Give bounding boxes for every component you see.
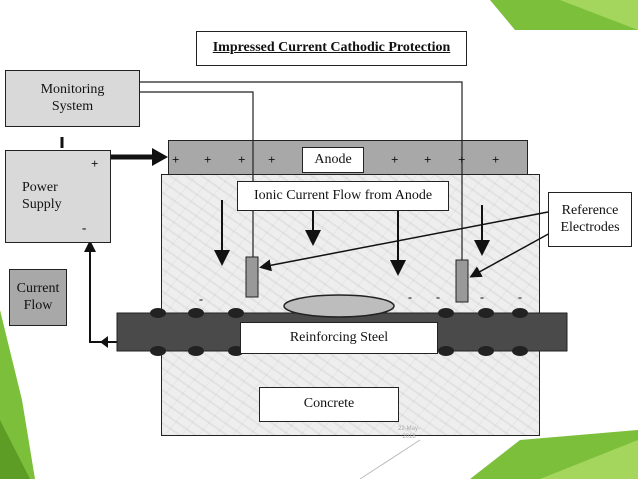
monitor-wire-left [140, 91, 254, 258]
anode-plus-4: + [268, 152, 276, 167]
power-supply-plus: + [91, 156, 99, 171]
concrete-label: Concrete [303, 396, 355, 412]
concrete-box: Concrete [259, 387, 399, 422]
charge-minus: - [408, 290, 412, 304]
reference-electrodes-label: Reference Electrodes [560, 203, 620, 235]
reinforcing-steel-label: Reinforcing Steel [289, 329, 389, 345]
monitoring-system-box: Monitoring System [5, 70, 140, 127]
anode-plus-8: + [492, 152, 500, 167]
anode-label: Anode [314, 151, 352, 167]
power-supply-box: Power Supply [5, 150, 111, 243]
reinforcing-steel-box: Reinforcing Steel [240, 322, 438, 354]
power-supply-label: Power Supply [22, 180, 62, 212]
monitoring-system-label: Monitoring System [40, 82, 105, 114]
ionic-current-box: Ionic Current Flow from Anode [237, 181, 449, 211]
corrosion-spot [283, 294, 395, 318]
anode-plus-7: + [458, 152, 466, 167]
current-flow-box: Current Flow [9, 269, 67, 326]
anode-plus-3: + [238, 152, 246, 167]
charge-minus: - [518, 290, 522, 304]
anode-plus-2: + [204, 152, 212, 167]
footer-date: 22-May-2018 [392, 426, 426, 442]
charge-minus: - [436, 290, 440, 304]
diagram-title-text: Impressed Current Cathodic Protection [212, 40, 451, 56]
anode-label-box: Anode [302, 147, 364, 173]
current-return-arrow [89, 248, 118, 343]
anode-plus-6: + [424, 152, 432, 167]
charge-minus: - [480, 290, 484, 304]
reference-electrode-right [455, 259, 469, 303]
footer-date-text: 22-May-2018 [397, 426, 420, 440]
reference-electrodes-box: Reference Electrodes [548, 192, 632, 247]
diagram-title: Impressed Current Cathodic Protection [196, 31, 467, 66]
current-flow-label: Current Flow [16, 281, 60, 313]
ionic-current-label: Ionic Current Flow from Anode [253, 187, 433, 203]
monitor-wire-right [140, 81, 463, 262]
anode-plus-5: + [391, 152, 399, 167]
anode-plus-1: + [172, 152, 180, 167]
charge-minus: - [199, 292, 203, 306]
reference-electrode-left [245, 256, 259, 298]
power-supply-minus: - [82, 220, 87, 235]
